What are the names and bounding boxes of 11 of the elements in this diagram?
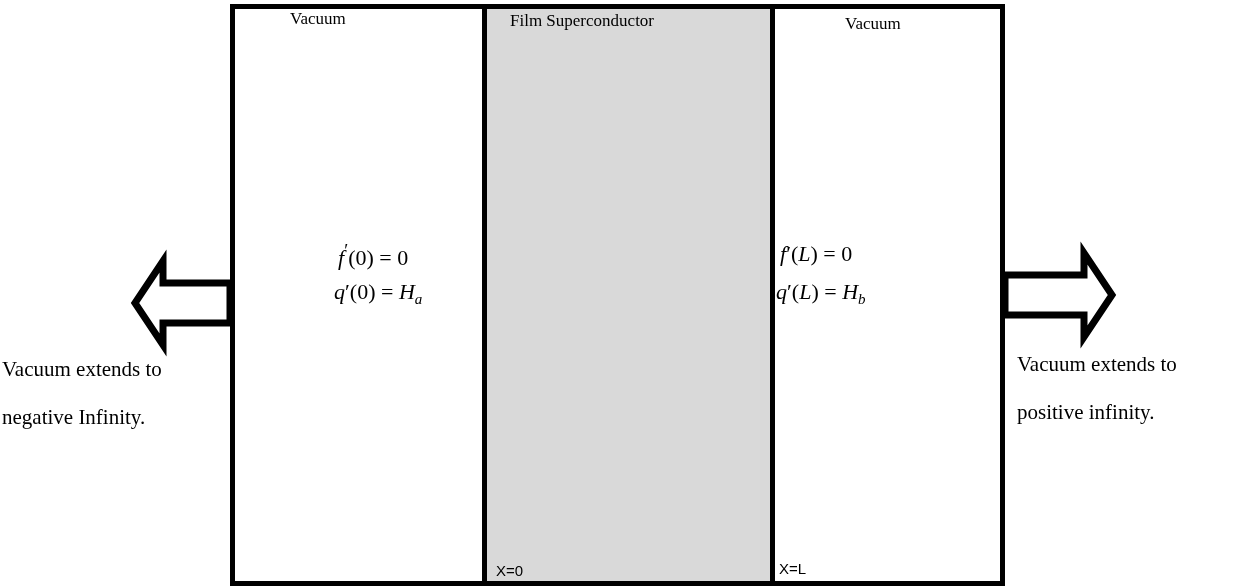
boundary-condition: q′(0) = H$_{a}$ bbox=[334, 279, 423, 309]
region-label: Film Superconductor bbox=[510, 11, 654, 31]
boundary-condition: q′(L) = H$_{b}$ bbox=[776, 279, 866, 309]
position-label: X=L bbox=[779, 560, 807, 577]
boundary-condition: f$^{′}$(0) = 0 bbox=[338, 241, 409, 272]
region-label: Vacuum bbox=[845, 14, 901, 34]
note-text: Vacuum extends to negative Infinity. bbox=[2, 356, 162, 431]
position-label: X=0 bbox=[496, 562, 524, 579]
region-label: Vacuum bbox=[290, 9, 346, 29]
note-text: Vacuum extends to positive infinity. bbox=[1017, 351, 1177, 426]
boundary-condition: f′(L) = 0 bbox=[780, 241, 853, 267]
